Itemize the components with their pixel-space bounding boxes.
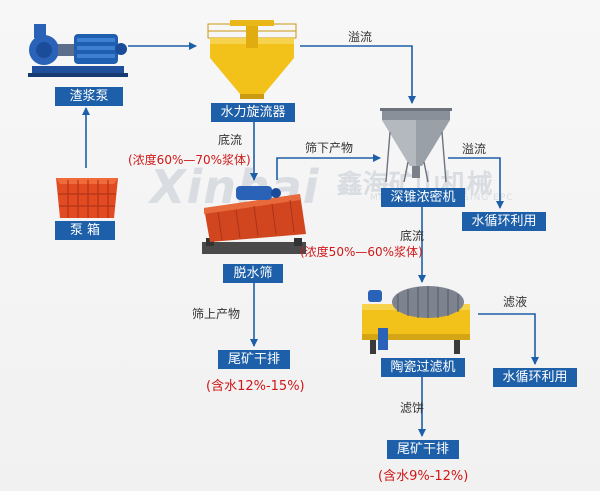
arrow-filtrate <box>478 313 539 365</box>
node-pump-box: 泵 箱 <box>55 221 115 240</box>
edge-overflow-2: 溢流 <box>462 142 487 156</box>
arrow-undersize <box>276 154 381 180</box>
node-water-recycle-1: 水循环利用 <box>462 212 546 231</box>
edge-filtrate: 滤液 <box>503 295 528 309</box>
arrow-thickener-overflow <box>448 157 504 209</box>
node-slurry-pump: 渣浆泵 <box>55 87 123 106</box>
hydrocyclone-image <box>207 20 297 99</box>
edge-underflow-2: 底流 <box>400 229 425 243</box>
edge-overflow-1: 溢流 <box>348 30 373 44</box>
arrow-cyclone-overflow <box>300 45 416 104</box>
node-ceramic-filter: 陶瓷过滤机 <box>381 358 465 377</box>
edge-concentration-50-60: (浓度50%—60%浆体) <box>300 245 423 259</box>
node-tailings-dry-2: 尾矿干排 <box>387 440 459 459</box>
edge-oversize: 筛上产物 <box>192 307 241 321</box>
dewatering-screen-image <box>202 186 306 254</box>
edge-concentration-60-70: (浓度60%—70%浆体) <box>128 153 251 167</box>
thickener-image <box>380 108 452 183</box>
pump-box-image <box>56 178 118 218</box>
edge-undersize: 筛下产物 <box>305 141 354 155</box>
result-water-12-15: (含水12%-15%) <box>206 379 305 394</box>
node-deep-cone-thickener: 深锥浓密机 <box>381 188 465 207</box>
ceramic-filter-image <box>362 286 470 354</box>
edge-filter-cake: 滤饼 <box>400 401 425 415</box>
node-water-recycle-2: 水循环利用 <box>493 368 577 387</box>
edge-underflow-1: 底流 <box>218 133 243 147</box>
result-water-9-12: (含水9%-12%) <box>378 469 469 484</box>
node-dewatering-screen: 脱水筛 <box>223 264 283 283</box>
slurry-pump-image <box>28 24 128 77</box>
node-hydrocyclone: 水力旋流器 <box>211 103 295 122</box>
node-tailings-dry-1: 尾矿干排 <box>218 350 290 369</box>
